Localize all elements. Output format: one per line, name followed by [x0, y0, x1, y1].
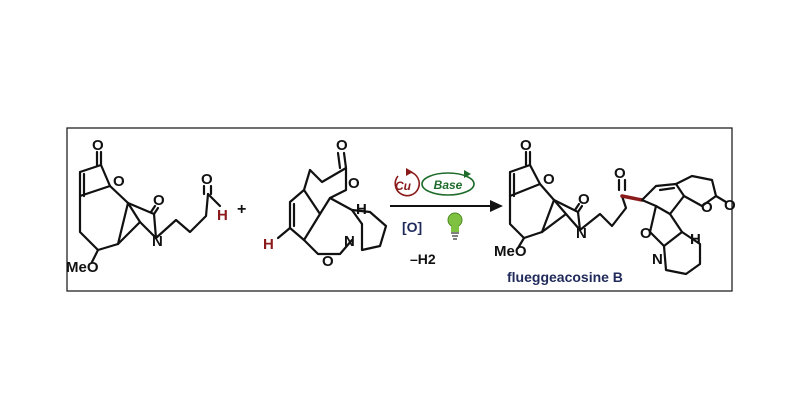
reactant1-lactam-oxygen: O: [153, 192, 165, 209]
reactant1-ring-oxygen: O: [113, 173, 125, 190]
product-nitrogen: N: [576, 225, 587, 242]
reaction-conditions: Cu Base [O] –H2: [390, 168, 503, 267]
reactant1-aldehyde-hydrogen: H: [217, 207, 228, 224]
product: O O O N O O O H O N MeO flueggeacosine B: [494, 137, 736, 285]
reactant2-stereo-hydrogen: H: [356, 201, 367, 218]
product-stereo-hydrogen: H: [690, 231, 701, 248]
product-link-oxygen: O: [640, 225, 652, 242]
catalyst-base-label: Base: [434, 178, 463, 192]
product-carbonyl-oxygen-left: O: [520, 137, 532, 154]
product-lactam-oxygen: O: [578, 191, 590, 208]
base-cycle-icon: [421, 172, 475, 196]
reactant-1: O O O N O H MeO: [66, 137, 228, 276]
reactant2-nitrogen: N: [344, 233, 355, 250]
product-ring-oxygen-right: O: [701, 199, 713, 216]
lightbulb-icon: [447, 212, 463, 240]
reactant2-ring-oxygen: O: [348, 175, 360, 192]
product-ring-oxygen-left: O: [543, 171, 555, 188]
product-methoxy: MeO: [494, 243, 527, 260]
reactant1-nitrogen: N: [152, 233, 163, 250]
reactant1-aldehyde-oxygen: O: [201, 171, 213, 188]
reactant2-carbonyl-oxygen: O: [336, 137, 348, 154]
product-bottom-nitrogen: N: [652, 251, 663, 268]
product-name: flueggeacosine B: [507, 269, 623, 285]
product-ketone-oxygen: O: [614, 165, 626, 182]
reactant1-methoxy: MeO: [66, 259, 99, 276]
catalyst-cu-label: Cu: [395, 179, 412, 193]
product-carbonyl-oxygen-right: O: [724, 197, 736, 214]
reactant2-vinyl-hydrogen: H: [263, 236, 274, 253]
oxidant-label: [O]: [402, 219, 422, 235]
reactant2-link-oxygen: O: [322, 253, 334, 270]
scheme-frame: [66, 127, 733, 292]
plus-sign: +: [237, 201, 246, 218]
cu-cycle-icon: [394, 171, 420, 197]
reactant-2: O O H H N O: [263, 137, 388, 270]
new-bond-highlight: [620, 194, 644, 202]
arrowhead-icon: [490, 200, 503, 212]
byproduct-label: –H2: [410, 251, 436, 267]
reactant1-carbonyl-oxygen: O: [92, 137, 104, 154]
